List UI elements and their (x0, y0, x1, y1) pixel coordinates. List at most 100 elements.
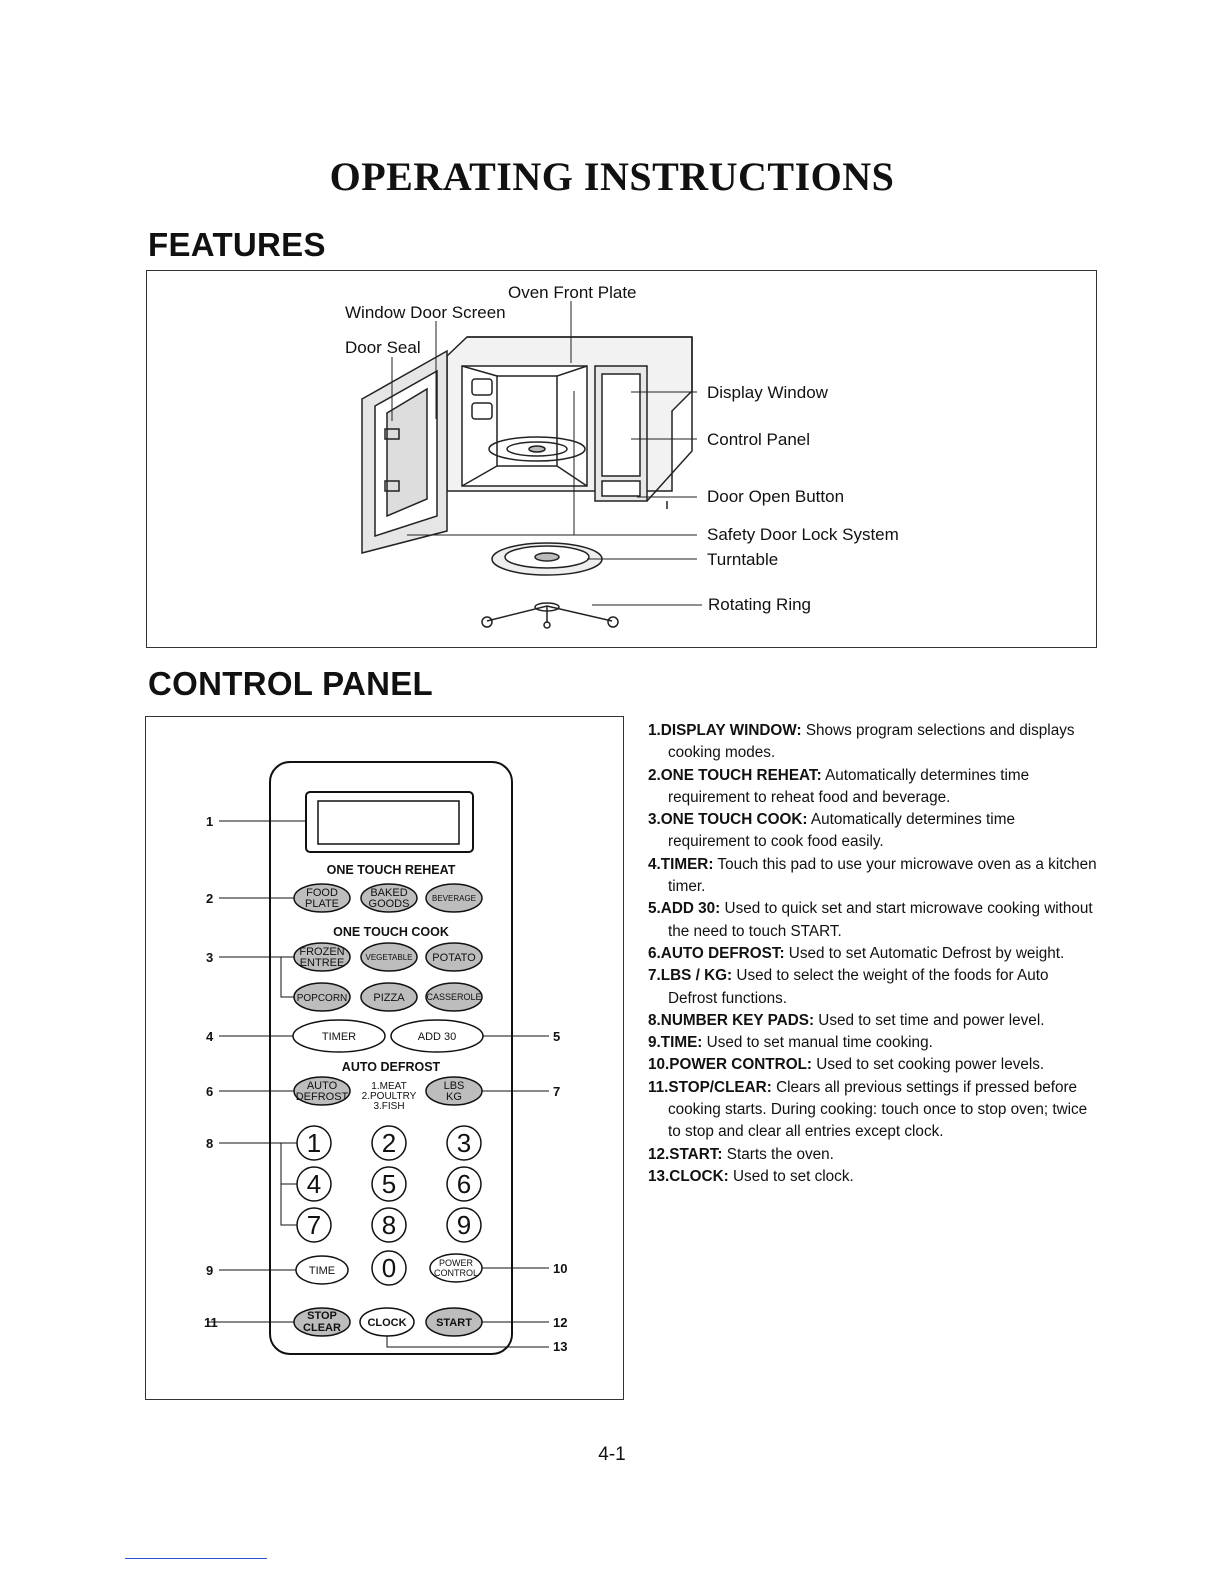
svg-text:TIMER: TIMER (322, 1031, 356, 1043)
desc-item-11: 11.STOP/CLEAR: Clears all previous setti… (648, 1078, 1088, 1141)
svg-text:5: 5 (382, 1169, 396, 1199)
desc-item-5: 5.ADD 30: Used to quick set and start mi… (648, 900, 1093, 940)
auto-defrost-button[interactable]: AUTO DEFROST (293, 1076, 351, 1106)
svg-text:FOOD: FOOD (306, 887, 338, 899)
callout-8: 8 (206, 1136, 213, 1151)
desc-item-9: 9.TIME: Used to set manual time cooking. (648, 1034, 933, 1052)
svg-text:2.POULTRY: 2.POULTRY (362, 1091, 417, 1102)
clock-button[interactable]: CLOCK (359, 1307, 415, 1337)
control-panel-heading: CONTROL PANEL (148, 665, 434, 702)
svg-text:0: 0 (382, 1253, 396, 1283)
svg-text:BAKED: BAKED (370, 887, 407, 899)
svg-text:START: START (436, 1317, 472, 1329)
number-key-5[interactable]: 5 (371, 1166, 407, 1202)
number-key-7[interactable]: 7 (296, 1207, 332, 1243)
svg-text:PLATE: PLATE (305, 898, 339, 910)
frozen-entree-button[interactable]: FROZEN ENTREE (293, 942, 351, 972)
add30-button[interactable]: ADD 30 (390, 1019, 484, 1053)
baked-goods-button[interactable]: BAKED GOODS (360, 883, 418, 913)
popcorn-button[interactable]: POPCORN (293, 982, 351, 1012)
food-plate-button[interactable]: FOOD PLATE (293, 883, 351, 913)
callout-9: 9 (206, 1263, 213, 1278)
callout-6: 6 (206, 1084, 213, 1099)
defrost-options: 1.MEAT 2.POULTRY 3.FISH (362, 1081, 417, 1112)
svg-text:3: 3 (457, 1128, 471, 1158)
one-touch-cook-label: ONE TOUCH COOK (333, 925, 449, 939)
number-key-2[interactable]: 2 (371, 1125, 407, 1161)
callout-3: 3 (206, 950, 213, 965)
callout-4: 4 (206, 1029, 214, 1044)
callout-11: 11 (204, 1315, 218, 1330)
number-key-4[interactable]: 4 (296, 1166, 332, 1202)
svg-text:BEVERAGE: BEVERAGE (432, 894, 476, 903)
svg-text:POWER: POWER (439, 1258, 474, 1268)
desc-item-12: 12.START: Starts the oven. (648, 1145, 834, 1163)
one-touch-reheat-label: ONE TOUCH REHEAT (327, 863, 456, 877)
svg-text:9: 9 (457, 1210, 471, 1240)
svg-text:3.FISH: 3.FISH (373, 1101, 404, 1112)
lbs-kg-button[interactable]: LBS KG (425, 1076, 483, 1106)
number-key-8[interactable]: 8 (371, 1207, 407, 1243)
svg-text:ENTREE: ENTREE (300, 957, 345, 969)
desc-item-3: 3.ONE TOUCH COOK: Automatically determin… (648, 811, 1015, 851)
callout-13: 13 (553, 1339, 567, 1354)
svg-text:1.MEAT: 1.MEAT (371, 1081, 406, 1092)
timer-button[interactable]: TIMER (292, 1019, 386, 1053)
svg-text:AUTO: AUTO (307, 1080, 338, 1092)
svg-text:ADD 30: ADD 30 (418, 1031, 457, 1043)
number-key-0[interactable]: 0 (371, 1250, 407, 1286)
number-key-3[interactable]: 3 (446, 1125, 482, 1161)
svg-text:LBS: LBS (444, 1080, 465, 1092)
footer-rule (125, 1558, 267, 1559)
label-control-panel: Control Panel (707, 430, 810, 449)
control-descriptions-list: 1.DISPLAY WINDOW: Shows program selectio… (648, 720, 1098, 1188)
svg-text:FROZEN: FROZEN (299, 946, 344, 958)
svg-text:CLEAR: CLEAR (303, 1322, 341, 1334)
label-rotating-ring: Rotating Ring (708, 595, 811, 614)
start-button[interactable]: START (425, 1307, 483, 1337)
svg-text:6: 6 (457, 1169, 471, 1199)
svg-text:POTATO: POTATO (432, 952, 476, 964)
svg-text:KG: KG (446, 1091, 462, 1103)
number-key-6[interactable]: 6 (446, 1166, 482, 1202)
svg-text:8: 8 (382, 1210, 396, 1240)
svg-text:CASSEROLE: CASSEROLE (426, 992, 481, 1002)
svg-text:4: 4 (307, 1169, 321, 1199)
page-title: OPERATING INSTRUCTIONS (329, 154, 895, 199)
pizza-button[interactable]: PIZZA (360, 982, 418, 1012)
number-keypad: 1 2 3 4 5 6 7 8 9 0 (296, 1125, 482, 1286)
callout-7: 7 (553, 1084, 560, 1099)
casserole-button[interactable]: CASSEROLE (425, 982, 483, 1012)
beverage-button[interactable]: BEVERAGE (425, 883, 483, 913)
label-door-seal: Door Seal (345, 338, 421, 357)
vegetable-button[interactable]: VEGETABLE (360, 942, 418, 972)
potato-button[interactable]: POTATO (425, 942, 483, 972)
callout-10: 10 (553, 1261, 567, 1276)
svg-text:POPCORN: POPCORN (297, 993, 348, 1004)
features-diagram-box: Oven Front Plate Window Door Screen Door… (146, 270, 1097, 648)
svg-text:STOP: STOP (307, 1310, 337, 1322)
desc-item-8: 8.NUMBER KEY PADS: Used to set time and … (648, 1011, 1045, 1029)
microwave-illustration: Oven Front Plate Window Door Screen Door… (345, 283, 899, 629)
callout-5: 5 (553, 1029, 560, 1044)
desc-item-4: 4.TIMER: Touch this pad to use your micr… (648, 855, 1097, 896)
svg-text:VEGETABLE: VEGETABLE (366, 953, 413, 962)
desc-item-10: 10.POWER CONTROL: Used to set cooking po… (648, 1056, 1045, 1074)
svg-text:CONTROL: CONTROL (434, 1268, 478, 1278)
label-display-window: Display Window (707, 383, 829, 402)
label-oven-front-plate: Oven Front Plate (508, 283, 637, 302)
control-panel-diagram-box: ONE TOUCH REHEAT ONE TOUCH COOK AUTO DEF… (145, 716, 624, 1400)
label-safety-door-lock: Safety Door Lock System (707, 525, 899, 544)
svg-text:PIZZA: PIZZA (373, 992, 405, 1004)
callout-1: 1 (206, 814, 213, 829)
desc-item-1: 1.DISPLAY WINDOW: Shows program selectio… (648, 722, 1075, 762)
svg-text:7: 7 (307, 1210, 321, 1240)
power-control-button[interactable]: POWER CONTROL (429, 1253, 483, 1283)
control-panel-illustration: ONE TOUCH REHEAT ONE TOUCH COOK AUTO DEF… (204, 761, 567, 1355)
stop-clear-button[interactable]: STOP CLEAR (293, 1307, 351, 1337)
time-button[interactable]: TIME (295, 1255, 349, 1285)
callout-12: 12 (553, 1315, 567, 1330)
number-key-1[interactable]: 1 (296, 1125, 332, 1161)
label-door-open-button: Door Open Button (707, 487, 844, 506)
number-key-9[interactable]: 9 (446, 1207, 482, 1243)
